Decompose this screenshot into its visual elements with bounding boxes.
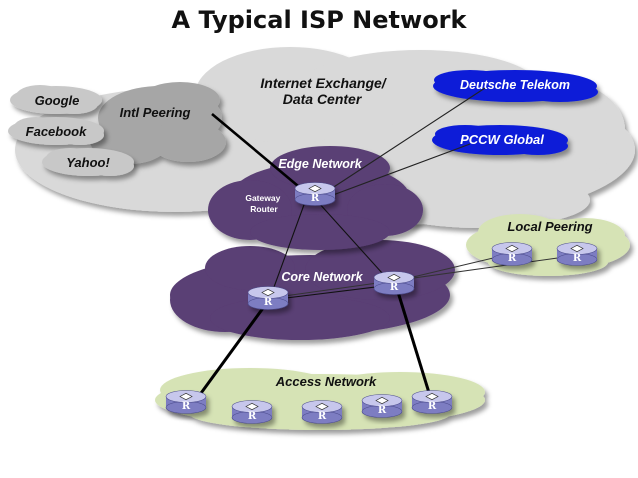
intl-peering-cloud	[90, 82, 226, 164]
link-core-left-access-1	[194, 303, 268, 401]
gateway-router-label: Gateway Router	[245, 193, 282, 214]
access-router-4-icon: R	[361, 394, 403, 418]
local-peer-router-2-letter: R	[573, 253, 582, 264]
access-router-1-letter: R	[182, 401, 191, 412]
deutsche-telekom-cloud	[433, 70, 598, 102]
deutsche-telekom-label: Deutsche Telekom	[460, 78, 570, 92]
facebook-cloud	[8, 117, 104, 145]
core-router-right-letter: R	[390, 282, 399, 293]
link-gateway-pccw-global	[324, 143, 471, 199]
page-title: A Typical ISP Network	[171, 6, 467, 34]
local-peer-router-2-icon: R	[556, 242, 598, 266]
core-router-left-icon: R	[247, 286, 289, 310]
local-peer-router-1-letter: R	[508, 253, 517, 264]
core-router-left-letter: R	[264, 297, 273, 308]
local-peering-label: Local Peering	[507, 219, 592, 234]
google-label: Google	[35, 93, 80, 108]
link-core-left-core-right	[269, 284, 393, 301]
edge-network-label: Edge Network	[278, 157, 362, 171]
internet-exchange-label: Internet Exchange/ Data Center	[260, 75, 389, 107]
link-gateway-deutsche-telekom	[319, 87, 486, 197]
pccw-global-label: PCCW Global	[460, 132, 544, 147]
local-peer-router-1-icon: R	[491, 242, 533, 266]
access-network-label: Access Network	[275, 374, 377, 389]
gateway-router-label-line2: Router	[250, 204, 278, 214]
access-router-5-icon: R	[411, 390, 453, 414]
internet-exchange-label-line1: Internet Exchange/	[260, 75, 387, 91]
access-router-4-letter: R	[378, 405, 387, 416]
core-router-right-icon: R	[373, 271, 415, 295]
routers: R R R R R R R R R R	[165, 182, 598, 424]
link-core-right-access-5	[396, 291, 432, 397]
intl-peering-label: Intl Peering	[120, 105, 191, 120]
gateway-router-letter: R	[311, 193, 320, 204]
access-router-3-letter: R	[318, 411, 327, 422]
google-cloud	[10, 85, 102, 114]
yahoo-cloud	[42, 148, 134, 176]
link-gateway-core-left	[269, 201, 306, 299]
access-router-3-icon: R	[301, 400, 343, 424]
access-router-1-icon: R	[165, 390, 207, 414]
yahoo-label: Yahoo!	[66, 155, 110, 170]
facebook-label: Facebook	[26, 124, 87, 139]
pccw-global-cloud	[432, 125, 568, 155]
access-router-5-letter: R	[428, 401, 437, 412]
link-gateway-intl-peering	[211, 113, 311, 197]
internet-exchange-label-line2: Data Center	[283, 91, 363, 107]
link-gateway-core-right	[317, 201, 393, 285]
access-router-2-icon: R	[231, 400, 273, 424]
access-router-2-letter: R	[248, 411, 257, 422]
core-network-label: Core Network	[281, 270, 363, 284]
gateway-router-label-line1: Gateway	[245, 193, 280, 203]
gateway-router-icon: R	[294, 182, 336, 206]
